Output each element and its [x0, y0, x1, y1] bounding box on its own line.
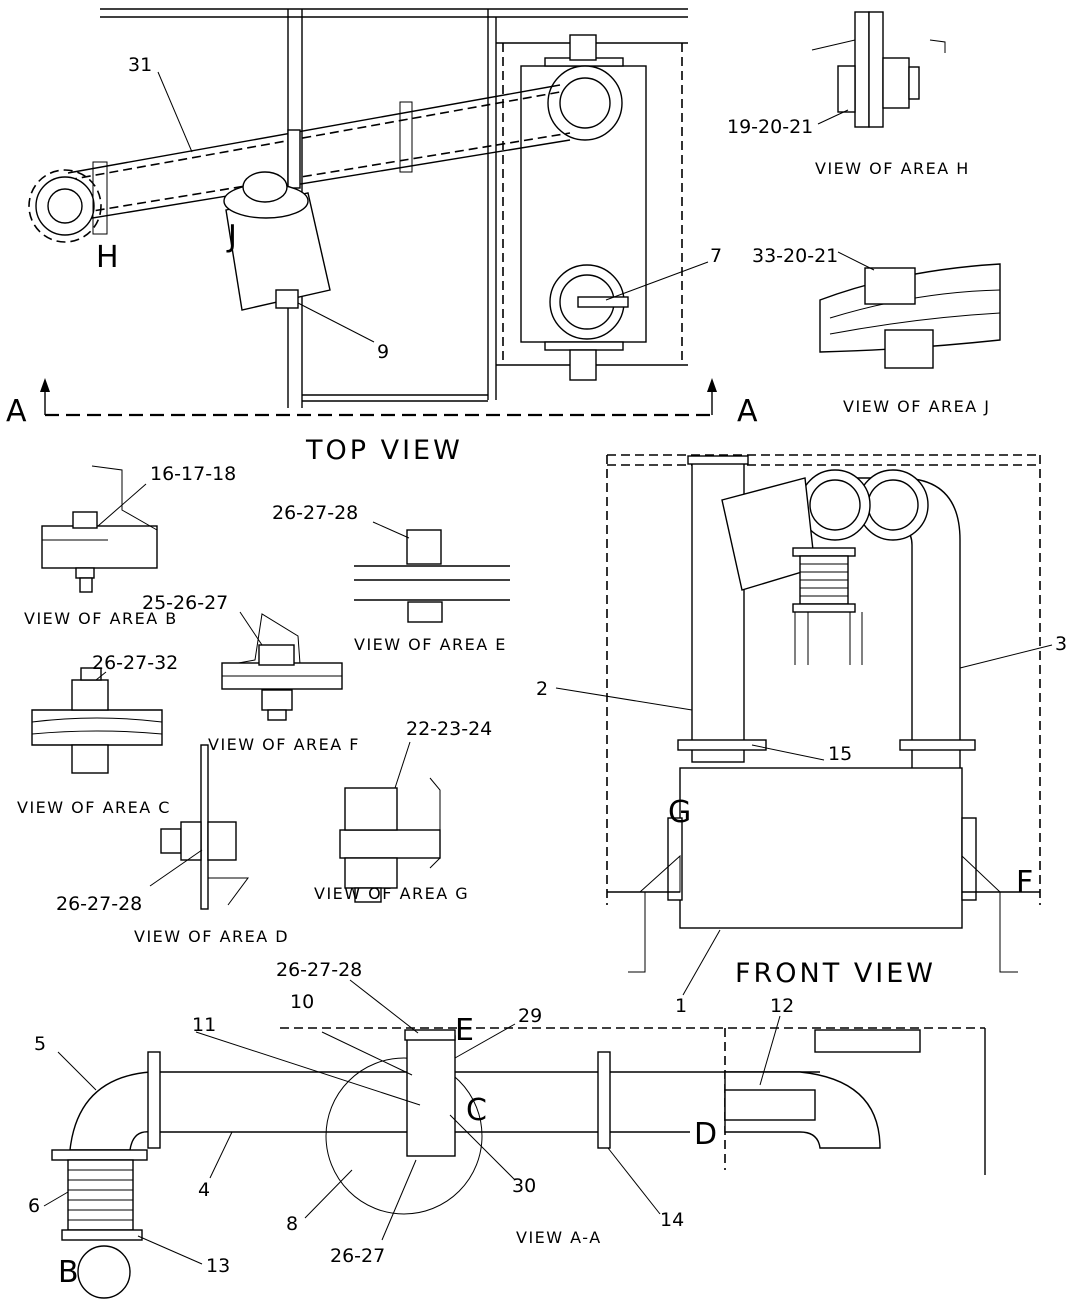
area-j-detail — [819, 251, 1001, 369]
area-letter-c: C — [466, 1093, 487, 1128]
view-area-d-label: VIEW OF AREA D — [134, 927, 289, 946]
front-view-title: FRONT VIEW — [735, 958, 936, 989]
callout-19-20-21: 19-20-21 — [727, 116, 813, 138]
callout-14: 14 — [660, 1209, 684, 1231]
area-e-detail — [354, 521, 510, 623]
view-area-f-label: VIEW OF AREA F — [208, 735, 360, 754]
area-f-detail — [221, 611, 343, 721]
area-letter-j: J — [226, 219, 237, 254]
area-h-detail — [811, 11, 946, 128]
area-g-detail — [339, 741, 441, 903]
callout-26-27-28-e: 26-27-28 — [272, 502, 358, 524]
area-d-detail — [149, 744, 249, 910]
top-view-title: TOP VIEW — [305, 435, 463, 466]
callout-26-27: 26-27 — [330, 1245, 385, 1267]
area-letter-d: D — [694, 1117, 717, 1152]
callout-11: 11 — [192, 1014, 216, 1036]
area-letter-e: E — [455, 1013, 474, 1048]
callout-26-27-28-d: 26-27-28 — [56, 893, 142, 915]
callout-16-17-18: 16-17-18 — [150, 463, 236, 485]
callout-29: 29 — [518, 1005, 542, 1027]
callout-7: 7 — [710, 245, 722, 267]
view-area-b-label: VIEW OF AREA B — [24, 609, 178, 628]
callout-3: 3 — [1055, 633, 1067, 655]
callout-25-26-27: 25-26-27 — [142, 592, 228, 614]
callout-33-20-21: 33-20-21 — [752, 245, 838, 267]
view-a-a — [43, 979, 986, 1299]
area-c-detail — [31, 667, 163, 774]
callout-26-27-28-aa: 26-27-28 — [276, 959, 362, 981]
callout-22-23-24: 22-23-24 — [406, 718, 492, 740]
callout-1: 1 — [675, 995, 687, 1017]
view-area-h-label: VIEW OF AREA H — [815, 159, 970, 178]
callout-10: 10 — [290, 991, 314, 1013]
callout-5: 5 — [34, 1033, 46, 1055]
section-mark-a-right: A — [737, 394, 758, 429]
view-area-c-label: VIEW OF AREA C — [17, 798, 171, 817]
callout-6: 6 — [28, 1195, 40, 1217]
callout-12: 12 — [770, 995, 794, 1017]
area-letter-b: B — [58, 1255, 79, 1290]
callout-4: 4 — [198, 1179, 210, 1201]
front-view — [555, 454, 1053, 996]
area-b-detail — [41, 465, 158, 593]
view-area-j-label: VIEW OF AREA J — [843, 397, 990, 416]
area-letter-h: H — [96, 240, 119, 275]
top-view — [28, 8, 717, 417]
area-letter-g: G — [668, 795, 691, 830]
callout-15: 15 — [828, 743, 852, 765]
section-mark-a-left: A — [6, 394, 27, 429]
view-area-g-label: VIEW OF AREA G — [314, 884, 469, 903]
callout-26-27-32: 26-27-32 — [92, 652, 178, 674]
area-letter-f: F — [1016, 865, 1033, 900]
view-a-a-title: VIEW A-A — [516, 1228, 602, 1247]
callout-13: 13 — [206, 1255, 230, 1277]
callout-2: 2 — [536, 678, 548, 700]
callout-31: 31 — [128, 54, 152, 76]
callout-30: 30 — [512, 1175, 536, 1197]
callout-9: 9 — [377, 341, 389, 363]
callout-8: 8 — [286, 1213, 298, 1235]
view-area-e-label: VIEW OF AREA E — [354, 635, 507, 654]
